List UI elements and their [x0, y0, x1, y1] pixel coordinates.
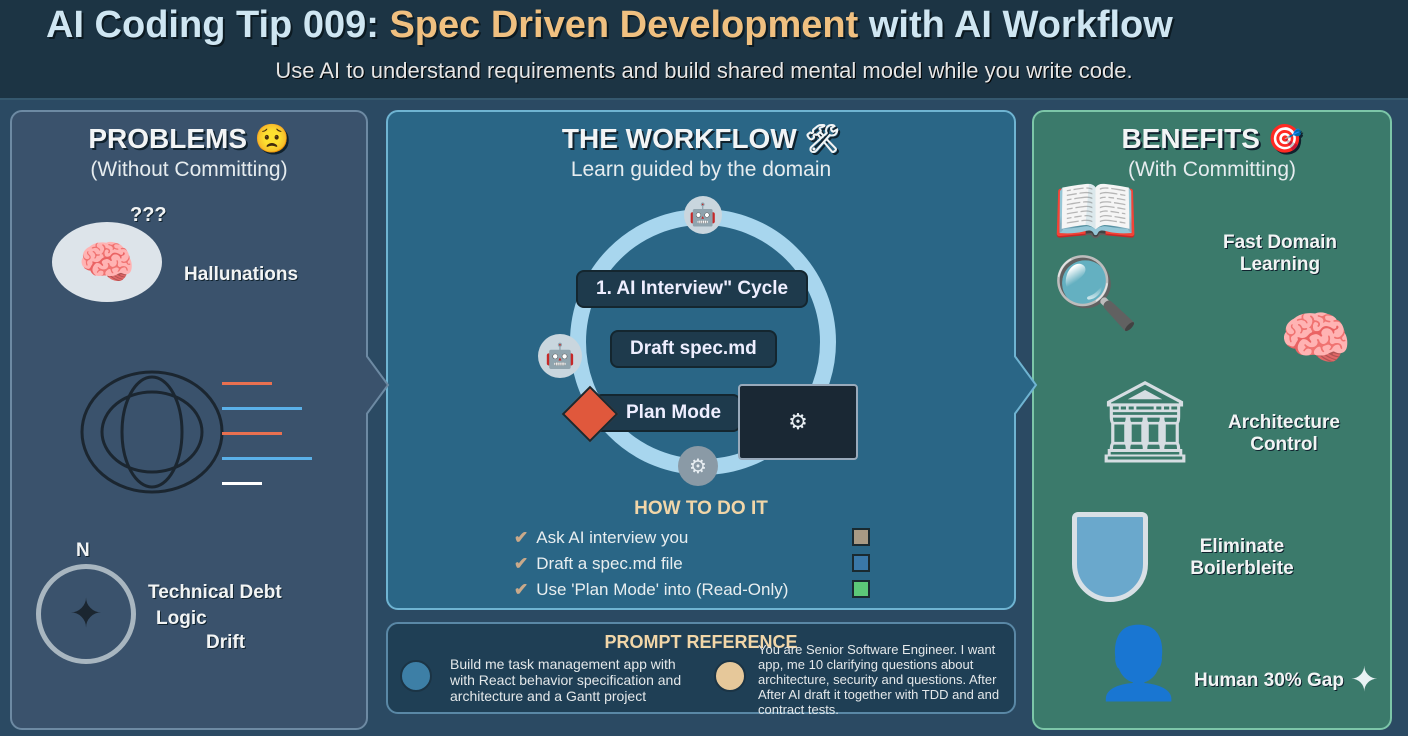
problems-panel: PROBLEMS 😟 (Without Committing) 🧠 ??? Ha…: [10, 110, 368, 730]
question-marks: ???: [130, 204, 167, 226]
prompt-left-text: Build me task management app with with R…: [450, 656, 682, 704]
page-subtitle: Use AI to understand requirements and bu…: [275, 58, 1133, 83]
robot-icon: 🤖: [538, 334, 582, 378]
benefits-subtitle: (With Committing): [1127, 158, 1296, 181]
prompt-reference-panel: PROMPT REFERENCE Build me task managemen…: [386, 622, 1016, 717]
benefit-fast-domain-learning: Fast Domain Learning: [1222, 232, 1338, 275]
how-to-title: HOW TO DO IT: [634, 498, 768, 519]
code-window-icon: ⚙: [738, 384, 858, 460]
tools-icon: 🛠: [804, 123, 841, 154]
benefits-panel: BENEFITS 🎯 (With Committing) 📖🔍 Fast Dom…: [1032, 110, 1392, 730]
target-icon: 🎯: [1267, 123, 1303, 154]
user-avatar: [400, 660, 432, 692]
benefit-architecture-control: Architecture Control: [1228, 412, 1340, 455]
step-square-icon: [852, 580, 870, 598]
problem-logic: Logic: [156, 608, 207, 629]
workflow-title: THE WORKFLOW 🛠: [561, 123, 841, 154]
tangled-code-icon: [80, 370, 312, 494]
problem-drift: Drift: [206, 632, 246, 653]
prompt-right-text: You are Senior Software Engineer. I want…: [758, 642, 1000, 717]
cycle-step-interview: 1. AI Interview" Cycle: [576, 270, 809, 308]
connector-arrow-icon: [1014, 355, 1038, 415]
problems-title: PROBLEMS 😟: [88, 123, 290, 154]
book-magnifier-icon: 📖🔍: [1052, 172, 1140, 332]
step-square-icon: [852, 554, 870, 572]
connector-arrow-icon: [366, 355, 390, 415]
step-square-icon: [852, 528, 870, 546]
benefit-eliminate-boilerplate: Eliminate Boilerbleite: [1190, 536, 1294, 579]
page-title: AI Coding Tip 009: Spec Driven Developme…: [46, 4, 1173, 46]
how-step: ✔Use 'Plan Mode' into (Read-Only): [514, 580, 789, 599]
workflow-subtitle: Learn guided by the domain: [570, 158, 832, 181]
brain-thought-icon: 🧠: [52, 222, 162, 302]
check-icon: ✔: [514, 554, 529, 573]
shield-icon: [1072, 512, 1148, 602]
workflow-panel: THE WORKFLOW 🛠 Learn guided by the domai…: [386, 110, 1016, 610]
problem-technical-debt: Technical Debt: [148, 582, 282, 603]
check-icon: ✔: [514, 580, 529, 599]
engineer-avatar: [714, 660, 746, 692]
benefit-human-gap: Human 30% Gap: [1194, 670, 1344, 691]
cycle-step-plan-mode: Plan Mode: [594, 394, 742, 432]
header: AI Coding Tip 009: Spec Driven Developme…: [0, 0, 1408, 100]
worried-face-icon: 😟: [254, 123, 290, 154]
problems-subtitle: (Without Committing): [90, 158, 288, 181]
problem-hallucinations: Hallunations: [184, 264, 299, 285]
person-icon: 👤: [1095, 624, 1183, 702]
compass-icon: ✦: [36, 564, 136, 664]
cycle-step-draft-spec: Draft spec.md: [610, 330, 777, 368]
brain-icon: 🧠: [1279, 306, 1353, 371]
sparkle-icon: ✦: [1350, 661, 1379, 699]
gear-icon: ⚙: [678, 446, 718, 486]
how-step: ✔Ask AI interview you: [514, 528, 689, 547]
benefits-title: BENEFITS 🎯: [1121, 123, 1303, 154]
building-columns-icon: 🏛: [1094, 377, 1196, 466]
how-step: ✔Draft a spec.md file: [514, 554, 683, 573]
prompt-title: PROMPT REFERENCE: [604, 632, 798, 652]
check-icon: ✔: [514, 528, 529, 547]
robot-icon: 🤖: [684, 196, 722, 234]
compass-north: N: [76, 540, 90, 561]
